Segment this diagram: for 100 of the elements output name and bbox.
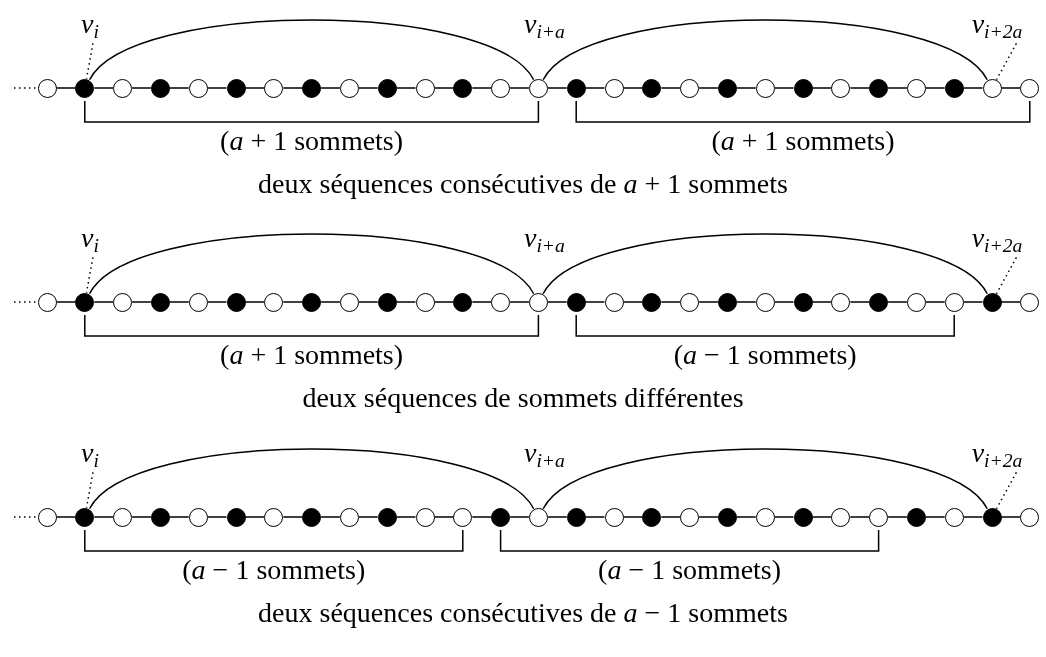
path-edge [660, 516, 681, 518]
filled-vertex [793, 78, 813, 98]
path-edge [320, 301, 341, 303]
filled-vertex [226, 292, 246, 312]
vertex-label: v$_{i+2a}$ [971, 224, 1023, 256]
open-vertex [831, 78, 851, 98]
path-edge [93, 516, 114, 518]
filled-vertex [869, 78, 889, 98]
filled-vertex [717, 292, 737, 312]
filled-vertex [566, 78, 586, 98]
path-edge [131, 87, 152, 89]
leader-line [85, 42, 94, 80]
filled-vertex [377, 507, 397, 527]
path-edge [1000, 301, 1022, 303]
path-edge [509, 87, 530, 89]
path-edge [736, 516, 757, 518]
path-edge [811, 516, 833, 518]
open-vertex [339, 507, 359, 527]
bracket-label: (a + 1 sommets) [711, 127, 895, 155]
path-edge [736, 87, 757, 89]
filled-vertex [642, 78, 662, 98]
filled-vertex [226, 507, 246, 527]
path-edge [433, 87, 455, 89]
path-edge [169, 516, 190, 518]
filled-vertex [491, 507, 511, 527]
path-edge [358, 516, 379, 518]
path-edge [244, 301, 266, 303]
path-edge [320, 87, 341, 89]
filled-vertex [717, 78, 737, 98]
path-edge [773, 516, 795, 518]
open-vertex [755, 507, 775, 527]
path-edge [849, 301, 870, 303]
path-edge [320, 516, 341, 518]
path-edge [93, 301, 114, 303]
caption: deux séquences de sommets différentes [302, 384, 744, 412]
path-edge [169, 301, 190, 303]
filled-vertex [982, 292, 1002, 312]
path-edge [395, 87, 417, 89]
open-vertex [604, 78, 624, 98]
open-vertex [339, 292, 359, 312]
bracket-label: (a + 1 sommets) [220, 127, 404, 155]
open-vertex [37, 78, 57, 98]
filled-vertex [869, 292, 889, 312]
open-vertex [264, 292, 284, 312]
filled-vertex [566, 292, 586, 312]
open-vertex [680, 78, 700, 98]
dotted-edge [13, 301, 39, 303]
path-edge [962, 516, 984, 518]
path-edge [395, 301, 417, 303]
open-vertex [982, 78, 1002, 98]
path-edge [698, 301, 719, 303]
filled-vertex [793, 507, 813, 527]
open-vertex [680, 507, 700, 527]
arc-edge [542, 448, 988, 510]
path-edge [887, 87, 908, 89]
leader-line [995, 42, 1018, 81]
arc-edge [542, 233, 988, 295]
bracket-label: (a − 1 sommets) [182, 556, 366, 584]
path-edge [660, 87, 681, 89]
open-vertex [944, 292, 964, 312]
filled-vertex [793, 292, 813, 312]
path-edge [547, 301, 568, 303]
path-edge [622, 301, 644, 303]
leader-line [85, 471, 94, 509]
open-vertex [528, 78, 548, 98]
path-edge [887, 516, 908, 518]
open-vertex [1020, 78, 1040, 98]
open-vertex [528, 507, 548, 527]
path-edge [509, 516, 530, 518]
path-edge [55, 301, 77, 303]
open-vertex [453, 507, 473, 527]
path-edge [282, 516, 303, 518]
path-edge [584, 516, 606, 518]
filled-vertex [982, 507, 1002, 527]
open-vertex [188, 292, 208, 312]
vertex-label: v$_{i+a}$ [523, 439, 565, 471]
path-edge [773, 301, 795, 303]
path-edge [736, 301, 757, 303]
open-vertex [755, 78, 775, 98]
path-edge [962, 87, 984, 89]
path-edge [358, 87, 379, 89]
path-edge [433, 301, 455, 303]
filled-vertex [75, 292, 95, 312]
leader-line [85, 256, 94, 294]
open-vertex [264, 507, 284, 527]
filled-vertex [642, 292, 662, 312]
open-vertex [906, 292, 926, 312]
path-edge [660, 301, 681, 303]
arc-edge [542, 19, 988, 81]
leader-line [995, 471, 1018, 510]
open-vertex [188, 78, 208, 98]
filled-vertex [150, 507, 170, 527]
path-edge [206, 516, 228, 518]
open-vertex [264, 78, 284, 98]
path-edge [206, 301, 228, 303]
open-vertex [680, 292, 700, 312]
leader-line [995, 256, 1018, 295]
path-edge [282, 87, 303, 89]
path-edge [811, 87, 833, 89]
open-vertex [604, 292, 624, 312]
